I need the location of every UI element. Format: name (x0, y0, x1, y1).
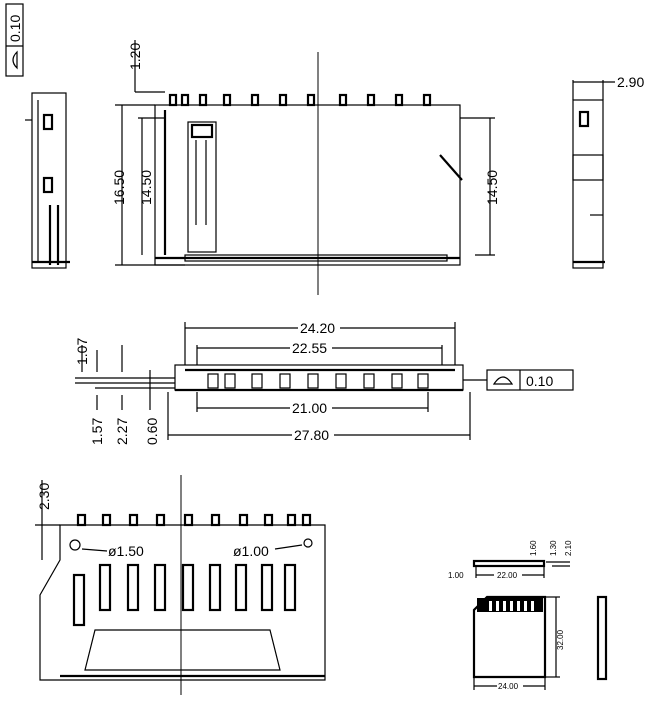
sd-card-reference: 1.00 22.00 1.60 1.30 2.10 32.00 24.00 (448, 540, 608, 691)
hole-2-diameter: ø1.00 (233, 543, 269, 559)
sd-edge: 1.00 (448, 571, 464, 580)
sd-height: 32.00 (556, 629, 565, 650)
sd-t3: 2.10 (564, 540, 573, 556)
dim-depth-inner: 14.50 (138, 170, 154, 205)
right-side-view: 2.90 (572, 74, 644, 269)
dim-thickness: 2.90 (617, 74, 644, 90)
dim-depth-right: 14.50 (484, 170, 500, 205)
dim-pin-height: 1.20 (127, 43, 143, 70)
dim-offset: 2.30 (36, 483, 52, 510)
hole-1-diameter: ø1.50 (108, 543, 144, 559)
bottom-view: ø1.50 ø1.00 2.30 (35, 475, 326, 695)
dim-height-2: 1.57 (89, 418, 105, 445)
dim-overall-depth: 16.50 (111, 170, 127, 205)
front-pins (207, 373, 429, 389)
left-side-view (25, 92, 70, 269)
top-view: 1.20 16.50 14.50 14.50 (111, 40, 500, 295)
contact-slots (72, 563, 297, 627)
top-pins (168, 93, 432, 107)
dim-pin-span: 21.00 (292, 400, 327, 416)
sd-t1: 1.60 (529, 540, 538, 556)
front-view: 24.20 22.55 21.00 27.80 1.07 1.57 2.27 0… (74, 320, 574, 445)
dim-overall-width: 27.80 (294, 427, 329, 443)
flatness-callout-left: 0.10 (5, 3, 24, 77)
sd-width: 24.00 (498, 682, 519, 691)
dim-width-top: 24.20 (300, 320, 335, 336)
dim-width-inner: 22.55 (292, 340, 327, 356)
dim-height-4: 0.60 (144, 418, 160, 445)
flatness-value-left: 0.10 (7, 15, 23, 42)
bottom-pins (76, 513, 312, 527)
sd-t2: 1.30 (549, 540, 558, 556)
sd-width-top: 22.00 (497, 571, 518, 580)
dim-height-3: 2.27 (114, 418, 130, 445)
flatness-value-front: 0.10 (526, 373, 553, 389)
dim-height-1: 1.07 (74, 338, 90, 365)
